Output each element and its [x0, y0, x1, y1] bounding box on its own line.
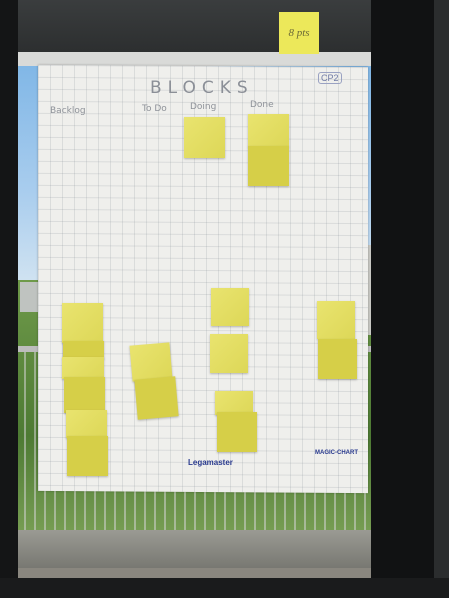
sticky-note — [62, 357, 104, 379]
sticky-note — [248, 146, 289, 186]
sticky-note — [210, 334, 248, 373]
sticky-note — [217, 412, 257, 452]
window-frame-bottom — [0, 578, 449, 598]
magic-chart-logo: MAGIC-CHART — [315, 450, 358, 456]
sticky-note — [63, 341, 104, 359]
corner-label: CP2 — [318, 72, 342, 84]
column-done: Done — [250, 100, 274, 110]
sticky-note — [64, 377, 105, 413]
column-backlog: Backlog — [50, 106, 86, 116]
window-frame-left — [0, 0, 18, 598]
sticky-note — [211, 288, 249, 326]
sticky-note — [66, 410, 107, 438]
column-todo: To Do — [142, 104, 167, 114]
sticky-note — [62, 303, 103, 343]
sticky-note — [129, 342, 173, 382]
points-sticky-note: 8 pts — [279, 12, 319, 54]
sticky-note — [184, 117, 225, 158]
sticky-note — [318, 339, 357, 379]
sticky-note — [134, 376, 179, 420]
window-frame-right — [371, 0, 435, 598]
legamaster-logo: Legamaster — [188, 458, 233, 467]
board-title: BLOCKS — [150, 78, 254, 98]
column-doing: Doing — [190, 102, 217, 112]
sticky-note — [248, 114, 289, 147]
sticky-note — [317, 301, 355, 339]
sticky-note — [67, 436, 108, 476]
sticky-note — [215, 391, 253, 415]
window-frame-right-edge — [434, 0, 449, 598]
window-frame-beam — [14, 52, 434, 66]
